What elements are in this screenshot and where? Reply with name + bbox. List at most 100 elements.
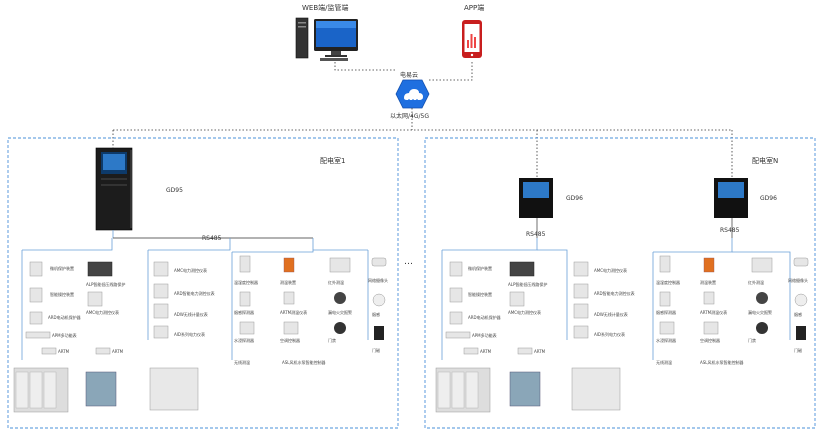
device-label: ARTM测温仪表	[700, 309, 727, 315]
device-label: ADW无线计量仪表	[174, 311, 208, 317]
room-n-title: 配电室N	[752, 156, 778, 165]
group-3-devices: 温湿度控制器 烟感探测器 水浸探测器 测温装置 ARTM测温仪表 空调控制器 无…	[234, 255, 352, 365]
bus-label: RS485	[202, 235, 222, 242]
device-icon	[29, 261, 43, 277]
device-icon	[29, 311, 43, 325]
meter-icon	[509, 261, 535, 277]
mobile-phone-icon	[462, 20, 482, 58]
device-label: 智能操控装置	[50, 291, 74, 297]
device-label: AMC电力测控仪表	[508, 309, 541, 315]
small-device-icon	[517, 347, 533, 355]
device-label: 水浸探测器	[656, 337, 676, 343]
device-label: 烟感	[794, 311, 802, 317]
gas-sensor-icon	[283, 257, 295, 273]
room-n-border	[424, 137, 816, 429]
transformer-icon	[85, 371, 117, 407]
controller-icon	[329, 257, 351, 273]
device-icon	[153, 325, 169, 339]
device-label: 烟感探测器	[656, 309, 676, 315]
network-label: 以太网/4G/5G	[390, 112, 429, 120]
app-label: APP端	[464, 3, 484, 12]
device-label: AMC电力测控仪表	[174, 267, 207, 273]
camera-icon	[371, 257, 387, 267]
sensor-icon	[659, 255, 671, 273]
device-label: 测温装置	[280, 279, 296, 285]
gateway-cabinet-icon	[95, 147, 133, 231]
group-4-devices: 网络摄像头 烟感 门磁	[788, 257, 809, 353]
device-icon	[449, 311, 463, 325]
device-label: ARD智能电力测控仪表	[594, 290, 635, 296]
sensor-icon	[334, 292, 346, 304]
device-label: ALP智能低压线路保护	[86, 281, 125, 287]
cabinet-icon	[149, 367, 199, 411]
device-label: ASL风机水泵智能控制器	[282, 359, 326, 365]
door-sensor-icon	[796, 326, 806, 340]
transformer-icon	[509, 371, 541, 407]
controller-icon	[751, 257, 773, 273]
device-label: ALP智能低压线路保护	[508, 281, 547, 287]
sensor-icon	[334, 322, 346, 334]
desktop-computer-icon	[295, 17, 358, 61]
device-label: 红外测温	[328, 279, 344, 285]
device-icon	[153, 283, 169, 299]
small-device-icon	[463, 347, 479, 355]
gateway-label: GD95	[166, 187, 183, 194]
device-label: 门磁	[372, 347, 380, 353]
device-label: 水浸探测器	[234, 337, 254, 343]
ellipsis: …	[404, 257, 413, 267]
device-label: 空调控制器	[280, 337, 300, 343]
sensor-icon	[703, 291, 715, 305]
sensor-icon	[239, 321, 255, 335]
device-label: ASL风机水泵智能控制器	[700, 359, 744, 365]
device-label: 微机保护装置	[468, 265, 492, 271]
small-device-label: ARTM	[112, 349, 124, 354]
small-device-icon	[445, 331, 471, 339]
web-label: WEB端/监管端	[302, 3, 349, 12]
small-device-label: ARTM	[480, 349, 492, 354]
device-icon	[449, 287, 463, 303]
gateway-label: GD96	[566, 195, 583, 202]
device-label: 门磁	[794, 347, 802, 353]
room-1-border	[7, 137, 399, 429]
small-device-label: ARTM	[58, 349, 70, 354]
device-label: 网络摄像头	[368, 277, 388, 283]
device-icon	[573, 261, 589, 277]
device-label: 烟感	[372, 311, 380, 317]
gas-sensor-icon	[703, 257, 715, 273]
room-1: 配电室1 GD95 RS485 微机保护装置 智能操控装置 ARD电动机保护器	[7, 137, 399, 429]
device-label: 测温装置	[700, 279, 716, 285]
device-label: 无线测温	[234, 359, 250, 365]
device-icon	[29, 287, 43, 303]
device-label: 漏电火灾报警	[328, 309, 352, 315]
smoke-detector-icon	[794, 293, 808, 307]
device-label: 门禁	[748, 337, 756, 343]
device-label: AMC电力测控仪表	[594, 267, 627, 273]
device-label: AID系列电力仪表	[174, 331, 205, 337]
gateway-label: GD96	[760, 195, 777, 202]
sensor-icon	[239, 255, 251, 273]
small-device-icon	[95, 347, 111, 355]
sensor-icon	[703, 321, 719, 335]
cloud-label: 电易云	[400, 71, 418, 79]
sensor-icon	[239, 291, 251, 307]
device-label: APM多功能表	[472, 332, 497, 338]
device-label: 门禁	[328, 337, 336, 343]
sensor-icon	[756, 322, 768, 334]
group-2-devices: AMC电力测控仪表 ARD智能电力测控仪表 ADW无线计量仪表 AID系列电力仪…	[153, 261, 215, 339]
sensor-icon	[283, 321, 299, 335]
device-label: 无线测温	[656, 359, 672, 365]
device-label: ARTM测温仪表	[280, 309, 307, 315]
device-label: 温湿度控制器	[234, 279, 258, 285]
bus-label: RS485	[526, 231, 546, 238]
device-icon	[153, 261, 169, 277]
bus-label: RS485	[720, 227, 740, 234]
device-label: ARD电动机保护器	[468, 314, 501, 320]
small-device-icon	[41, 347, 57, 355]
sensor-icon	[756, 292, 768, 304]
device-icon	[573, 303, 589, 319]
device-label: 微机保护装置	[50, 265, 74, 271]
gateway-box-icon	[519, 178, 553, 218]
room-1-title: 配电室1	[320, 156, 345, 165]
group-2-devices: AMC电力测控仪表 ARD智能电力测控仪表 ADW无线计量仪表 AID系列电力仪…	[573, 261, 635, 339]
switchgear-row	[13, 367, 199, 413]
